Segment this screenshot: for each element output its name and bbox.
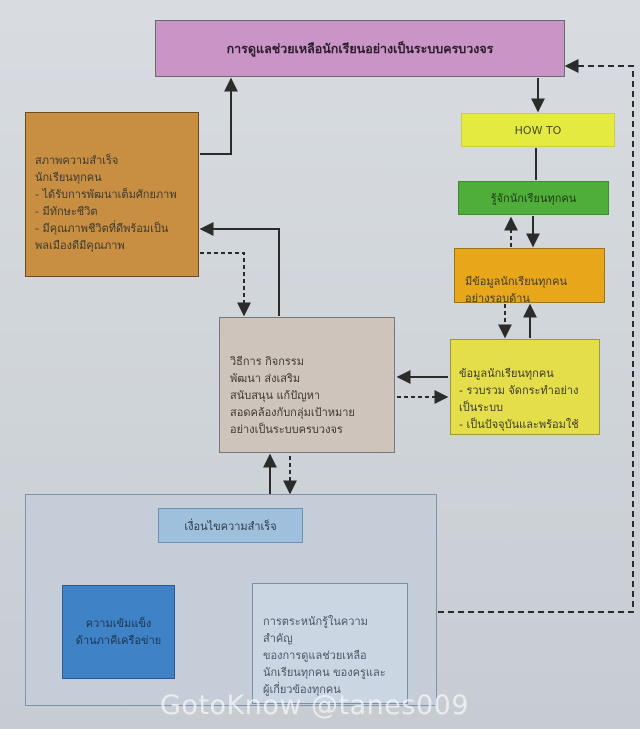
methods-label: วิธีการ กิจกรรม พัฒนา ส่งเสริม สนับสนุน …	[230, 355, 355, 436]
student-data-detail-box: ข้อมูลนักเรียนทุกคน - รวบรวม จัดกระทำอย่…	[450, 339, 600, 435]
main-title: การดูแลช่วยเหลือนักเรียนอย่างเป็นระบบครบ…	[226, 40, 494, 56]
arrow-method-to-status	[199, 222, 280, 316]
arrow-status-to-method-dashed	[200, 252, 251, 317]
success-conditions-label: เงื่อนไขความสำเร็จ	[184, 519, 277, 533]
awareness-label: การตระหนักรู้ในความสำคัญ ของการดูแลช่วยเ…	[263, 615, 386, 696]
student-data-detail-label: ข้อมูลนักเรียนทุกคน - รวบรวม จัดกระทำอย่…	[459, 367, 579, 431]
howto-label: HOW TO	[514, 123, 562, 137]
watermark: GotoKnow @tanes009	[160, 690, 470, 721]
student-data-label: มีข้อมูลนักเรียนทุกคน อย่างรอบด้าน	[465, 275, 567, 305]
student-data-box: มีข้อมูลนักเรียนทุกคน อย่างรอบด้าน	[454, 248, 605, 305]
know-students-label: รู้จักนักเรียนทุกคน	[490, 192, 577, 205]
arrow-status-to-title	[200, 77, 238, 155]
arrow-feedback-loop-dashed	[438, 59, 634, 613]
success-state-box: สภาพความสำเร็จ นักเรียนทุกคน - ได้รับการ…	[25, 112, 199, 277]
network-strength-label: ความเข้มแข็ง ด้านภาคีเครือข่าย	[75, 617, 162, 647]
network-strength-box: ความเข้มแข็ง ด้านภาคีเครือข่าย	[62, 585, 175, 679]
awareness-box: การตระหนักรู้ในความสำคัญ ของการดูแลช่วยเ…	[252, 583, 408, 704]
know-students-box: รู้จักนักเรียนทุกคน	[458, 181, 609, 215]
success-conditions-box: เงื่อนไขความสำเร็จ	[158, 508, 303, 543]
main-title-box: การดูแลช่วยเหลือนักเรียนอย่างเป็นระบบครบ…	[155, 20, 565, 77]
howto-box: HOW TO	[461, 113, 615, 147]
success-state-label: สภาพความสำเร็จ นักเรียนทุกคน - ได้รับการ…	[35, 154, 177, 252]
methods-box: วิธีการ กิจกรรม พัฒนา ส่งเสริม สนับสนุน …	[219, 317, 395, 453]
